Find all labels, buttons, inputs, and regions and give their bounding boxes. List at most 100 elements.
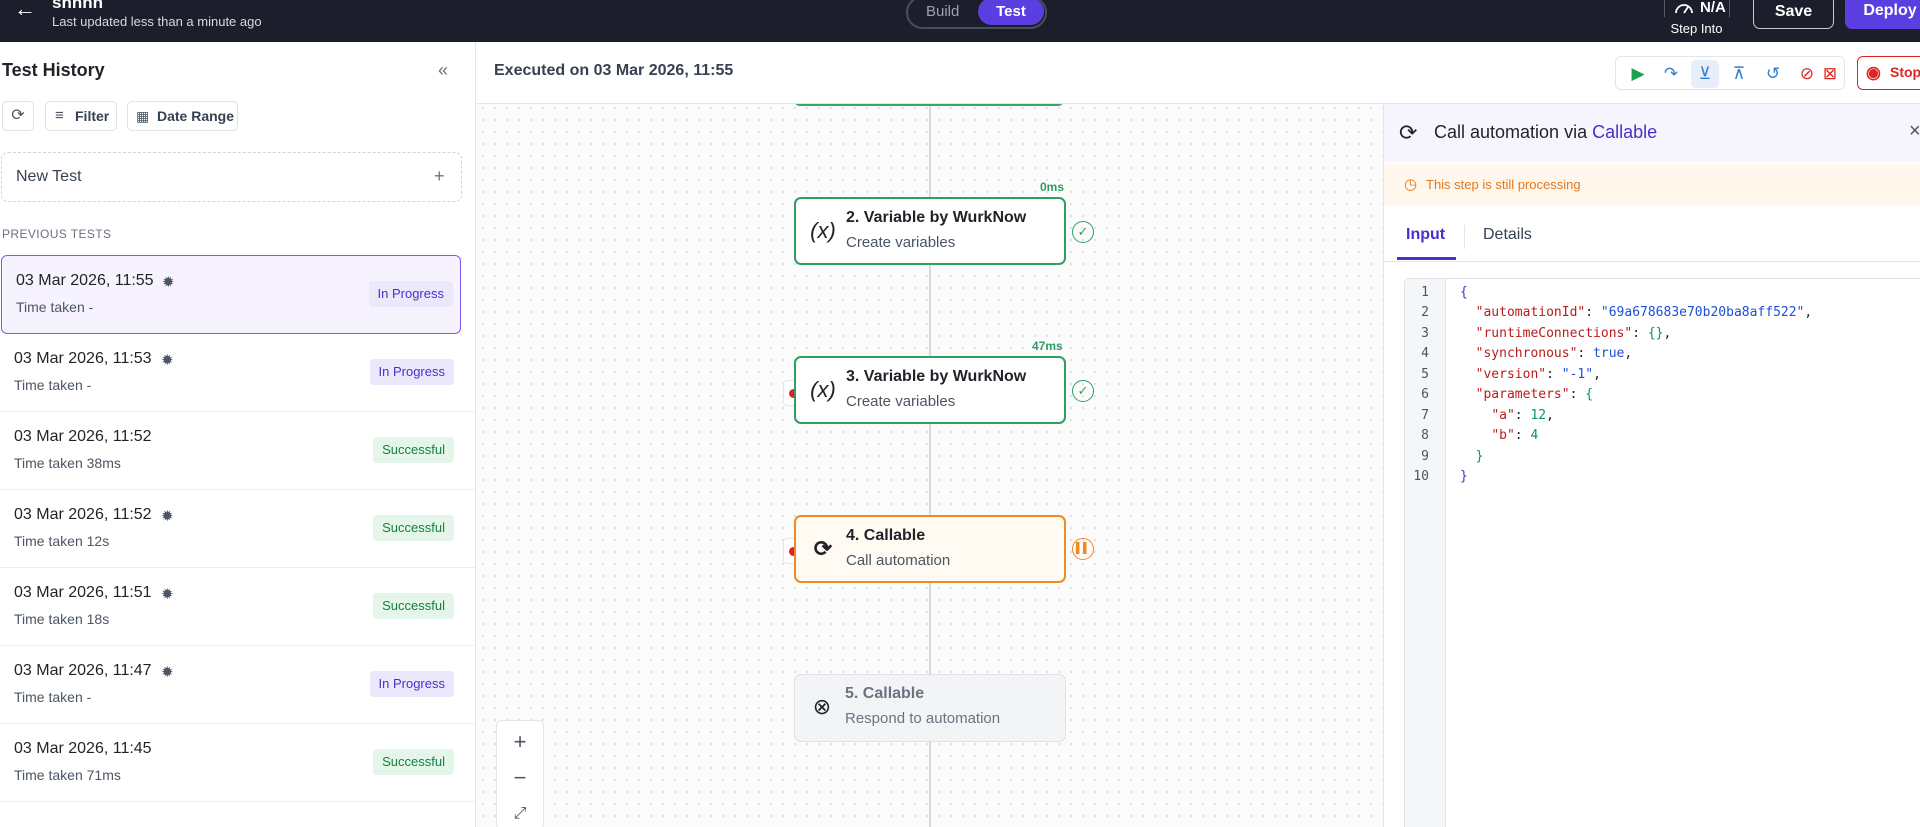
fit-view-icon[interactable]: ⤢ <box>513 805 527 822</box>
test-duration: Time taken - <box>16 299 94 315</box>
test-item[interactable]: 03 Mar 2026, 11:53 ✹ Time taken - In Pro… <box>0 334 475 412</box>
sync-icon: ⟳ <box>813 536 833 561</box>
stop-button[interactable]: ◉ Stop <box>1857 56 1920 90</box>
test-duration: Time taken - <box>14 377 92 393</box>
test-item[interactable]: 03 Mar 2026, 11:45 Time taken 71ms Succe… <box>0 724 475 802</box>
code-line: "b": 4 <box>1491 428 1539 443</box>
workflow-node-variable[interactable]: (x) 2. Variable by WurkNow Create variab… <box>794 197 1066 265</box>
workflow-node-callable[interactable]: ⊗ 5. Callable Respond to automation <box>794 674 1066 742</box>
save-button[interactable]: Save <box>1753 0 1834 29</box>
callable-link[interactable]: Callable <box>1592 122 1658 142</box>
check-circle-icon: ✓ <box>1072 380 1094 402</box>
code-line: } <box>1475 449 1484 464</box>
line-number: 5 <box>1421 367 1429 382</box>
top-bar: ← shhhh Last updated less than a minute … <box>0 0 1920 50</box>
play-icon[interactable]: ▶ <box>1631 64 1645 83</box>
mode-build-button[interactable]: Build <box>926 3 960 20</box>
stop-label: Stop <box>1890 64 1920 80</box>
test-duration: Time taken 12s <box>14 533 110 549</box>
executed-timestamp: Executed on 03 Mar 2026, 11:55 <box>494 62 734 79</box>
clock-icon: ◷ <box>1404 176 1418 193</box>
node-duration: 0ms <box>1040 180 1065 194</box>
test-item[interactable]: 03 Mar 2026, 11:51 ✹ Time taken 18s Succ… <box>0 568 475 646</box>
back-arrow-icon[interactable]: ← <box>14 0 36 21</box>
date-range-button[interactable]: ▦ Date Range <box>127 101 238 131</box>
status-badge: Successful <box>373 437 454 463</box>
line-number: 3 <box>1421 326 1429 341</box>
automation-title: shhhh <box>52 0 103 12</box>
flow-connector <box>929 104 931 827</box>
bug-icon: ✹ <box>161 664 174 681</box>
execution-header: Executed on 03 Mar 2026, 11:55 ▶ ↷ ⊻ ⊼ ↺… <box>477 42 1920 104</box>
workflow-node-variable[interactable]: (x) 3. Variable by WurkNow Create variab… <box>794 356 1066 424</box>
test-item[interactable]: 03 Mar 2026, 11:47 ✹ Time taken - In Pro… <box>0 646 475 724</box>
mode-toggle: Build Test <box>906 0 1047 29</box>
refresh-button[interactable]: ⟳ <box>2 101 34 131</box>
disable-breakpoints-icon[interactable]: ⊘ <box>1799 64 1815 83</box>
step-detail-panel: ⟳ Call automation via Callable × ◷ This … <box>1383 104 1920 827</box>
mode-test-button[interactable]: Test <box>978 0 1044 25</box>
zoom-controls: + − ⤢ <box>496 720 544 827</box>
debug-controls: ▶ ↷ ⊻ ⊼ ↺ ⊘ ⊠ <box>1615 56 1845 90</box>
test-date: 03 Mar 2026, 11:51 <box>14 584 152 601</box>
step-into-tooltip: Step Into <box>1661 17 1732 50</box>
filter-button[interactable]: ≡ Filter <box>45 101 117 131</box>
line-number: 10 <box>1413 469 1429 484</box>
line-number: 9 <box>1421 449 1429 464</box>
line-number: 7 <box>1421 408 1429 423</box>
status-badge: In Progress <box>369 671 454 697</box>
node-subtitle: Create variables <box>846 393 956 410</box>
zoom-out-button[interactable]: − <box>513 765 527 790</box>
test-duration: Time taken 38ms <box>14 455 121 471</box>
tab-details[interactable]: Details <box>1483 226 1532 243</box>
active-tab-indicator <box>1397 257 1456 260</box>
variable-icon: (x) <box>810 377 836 402</box>
test-item[interactable]: 03 Mar 2026, 11:52 ✹ Time taken 12s Succ… <box>0 490 475 568</box>
test-item[interactable]: 03 Mar 2026, 11:55 ✹ Time taken - In Pro… <box>1 255 461 334</box>
code-line: "runtimeConnections": {}, <box>1475 326 1672 341</box>
line-gutter: 1 2 3 4 5 6 7 8 9 10 <box>1405 279 1446 827</box>
gauge-icon <box>1675 4 1693 14</box>
stop-icon: ◉ <box>1866 63 1881 82</box>
bug-icon: ✹ <box>161 352 174 369</box>
step-out-icon[interactable]: ⊼ <box>1732 64 1746 83</box>
close-icon[interactable]: × <box>1909 120 1920 142</box>
new-test-button[interactable]: New Test + <box>1 152 462 202</box>
step-into-icon[interactable]: ⊻ <box>1691 60 1719 88</box>
bug-icon: ✹ <box>161 586 174 603</box>
zoom-in-button[interactable]: + <box>513 729 527 754</box>
status-badge: In Progress <box>369 359 454 385</box>
bug-icon: ✹ <box>162 274 175 291</box>
previous-tests-heading: PREVIOUS TESTS <box>2 227 112 241</box>
new-test-label: New Test <box>16 168 82 185</box>
line-number: 1 <box>1421 285 1429 300</box>
collapse-panel-icon[interactable]: « <box>438 60 449 80</box>
node-duration: 47ms <box>1032 339 1063 353</box>
sync-icon: ⟳ <box>1399 120 1418 145</box>
restart-icon[interactable]: ↺ <box>1765 64 1781 83</box>
last-updated-text: Last updated less than a minute ago <box>52 14 262 29</box>
detail-header: ⟳ Call automation via Callable × <box>1384 104 1920 162</box>
test-duration: Time taken 71ms <box>14 767 121 783</box>
detail-title: Call automation via Callable <box>1434 122 1657 143</box>
code-line: } <box>1460 469 1468 484</box>
step-over-icon[interactable]: ↷ <box>1663 64 1679 83</box>
processing-warning: ◷ This step is still processing <box>1384 164 1920 206</box>
deploy-button[interactable]: Deploy <box>1845 0 1920 29</box>
test-date: 03 Mar 2026, 11:52 <box>14 428 152 445</box>
code-line: { <box>1460 285 1468 300</box>
warning-text: This step is still processing <box>1426 177 1581 192</box>
clear-breakpoints-icon[interactable]: ⊠ <box>1822 64 1838 83</box>
test-date: 03 Mar 2026, 11:52 <box>14 506 152 523</box>
test-duration: Time taken 18s <box>14 611 110 627</box>
json-code-viewer[interactable]: 1 2 3 4 5 6 7 8 9 10 { "automationId": "… <box>1404 278 1920 827</box>
node-title: 3. Variable by WurkNow <box>846 368 1027 385</box>
node-title: 4. Callable <box>846 527 926 544</box>
test-item[interactable]: 03 Mar 2026, 11:52 Time taken 38ms Succe… <box>0 412 475 490</box>
workflow-node-callable[interactable]: ⟳ 4. Callable Call automation <box>794 515 1066 583</box>
tab-input[interactable]: Input <box>1406 226 1446 243</box>
status-badge: Successful <box>373 515 454 541</box>
performance-value: N/A <box>1700 0 1726 16</box>
test-history-panel: Test History « ⟳ ≡ Filter ▦ Date Range N… <box>0 42 476 827</box>
calendar-icon: ▦ <box>136 108 150 124</box>
